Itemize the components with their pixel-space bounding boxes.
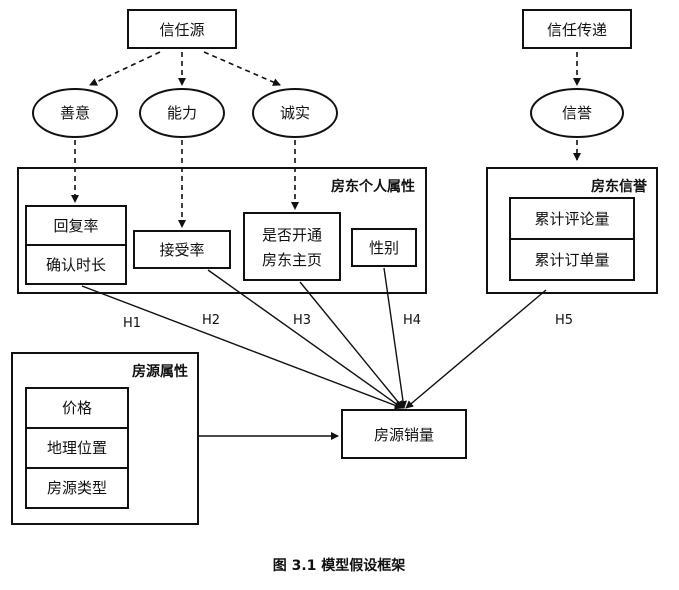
homepage-node: 是否开通 房东主页 xyxy=(243,212,341,281)
h2-label: H2 xyxy=(202,313,220,328)
confirm-time-node: 确认时长 xyxy=(46,256,106,274)
h1-label: H1 xyxy=(123,316,141,331)
edge-h2 xyxy=(207,269,403,409)
landlord-personal-label: 房东个人属性 xyxy=(331,178,415,195)
order-count-node: 累计订单量 xyxy=(534,251,609,269)
sales-node: 房源销量 xyxy=(341,409,467,459)
svg-text:能力: 能力 xyxy=(167,104,197,122)
gender-node: 性别 xyxy=(351,228,417,267)
accept-rate-node: 接受率 xyxy=(133,230,231,269)
svg-text:是否开通: 是否开通 xyxy=(262,226,322,244)
svg-text:房源销量: 房源销量 xyxy=(374,426,434,444)
edge-h5 xyxy=(405,289,547,409)
h4-label: H4 xyxy=(403,313,421,328)
integrity-node: 诚实 xyxy=(252,88,338,138)
trust-transfer-node: 信任传递 xyxy=(522,9,632,49)
reply-confirm-box: 回复率 确认时长 xyxy=(25,205,127,285)
svg-text:接受率: 接受率 xyxy=(159,241,204,259)
reply-rate-node: 回复率 xyxy=(53,217,98,235)
svg-text:善意: 善意 xyxy=(60,104,90,122)
svg-text:房东主页: 房东主页 xyxy=(262,251,322,269)
goodwill-node: 善意 xyxy=(32,88,118,138)
edge-source-integrity xyxy=(203,51,281,86)
figure-caption: 图 3.1 模型假设框架 xyxy=(273,557,406,574)
listing-type-node: 房源类型 xyxy=(47,479,107,497)
landlord-reputation-group: 房东信誉 累计评论量 累计订单量 xyxy=(486,167,658,294)
landlord-reputation-label: 房东信誉 xyxy=(591,178,648,195)
trust-source-node: 信任源 xyxy=(127,9,237,49)
svg-text:诚实: 诚实 xyxy=(280,104,310,122)
listing-attributes-label: 房源属性 xyxy=(132,363,188,380)
ability-node: 能力 xyxy=(139,88,225,138)
h3-label: H3 xyxy=(293,313,311,328)
svg-text:信任源: 信任源 xyxy=(159,21,204,39)
price-node: 价格 xyxy=(62,399,92,417)
review-count-node: 累计评论量 xyxy=(534,210,609,228)
edge-h4 xyxy=(383,267,407,409)
edge-h1 xyxy=(81,285,403,410)
svg-text:性别: 性别 xyxy=(369,239,399,257)
svg-text:信任传递: 信任传递 xyxy=(547,21,607,39)
reputation-node: 信誉 xyxy=(530,88,624,138)
edge-source-goodwill xyxy=(89,51,161,86)
h5-label: H5 xyxy=(555,313,573,328)
listing-attributes-group: 房源属性 价格 地理位置 房源类型 xyxy=(11,352,199,525)
edge-h3 xyxy=(299,281,404,409)
svg-text:信誉: 信誉 xyxy=(562,104,592,122)
location-node: 地理位置 xyxy=(47,439,107,457)
